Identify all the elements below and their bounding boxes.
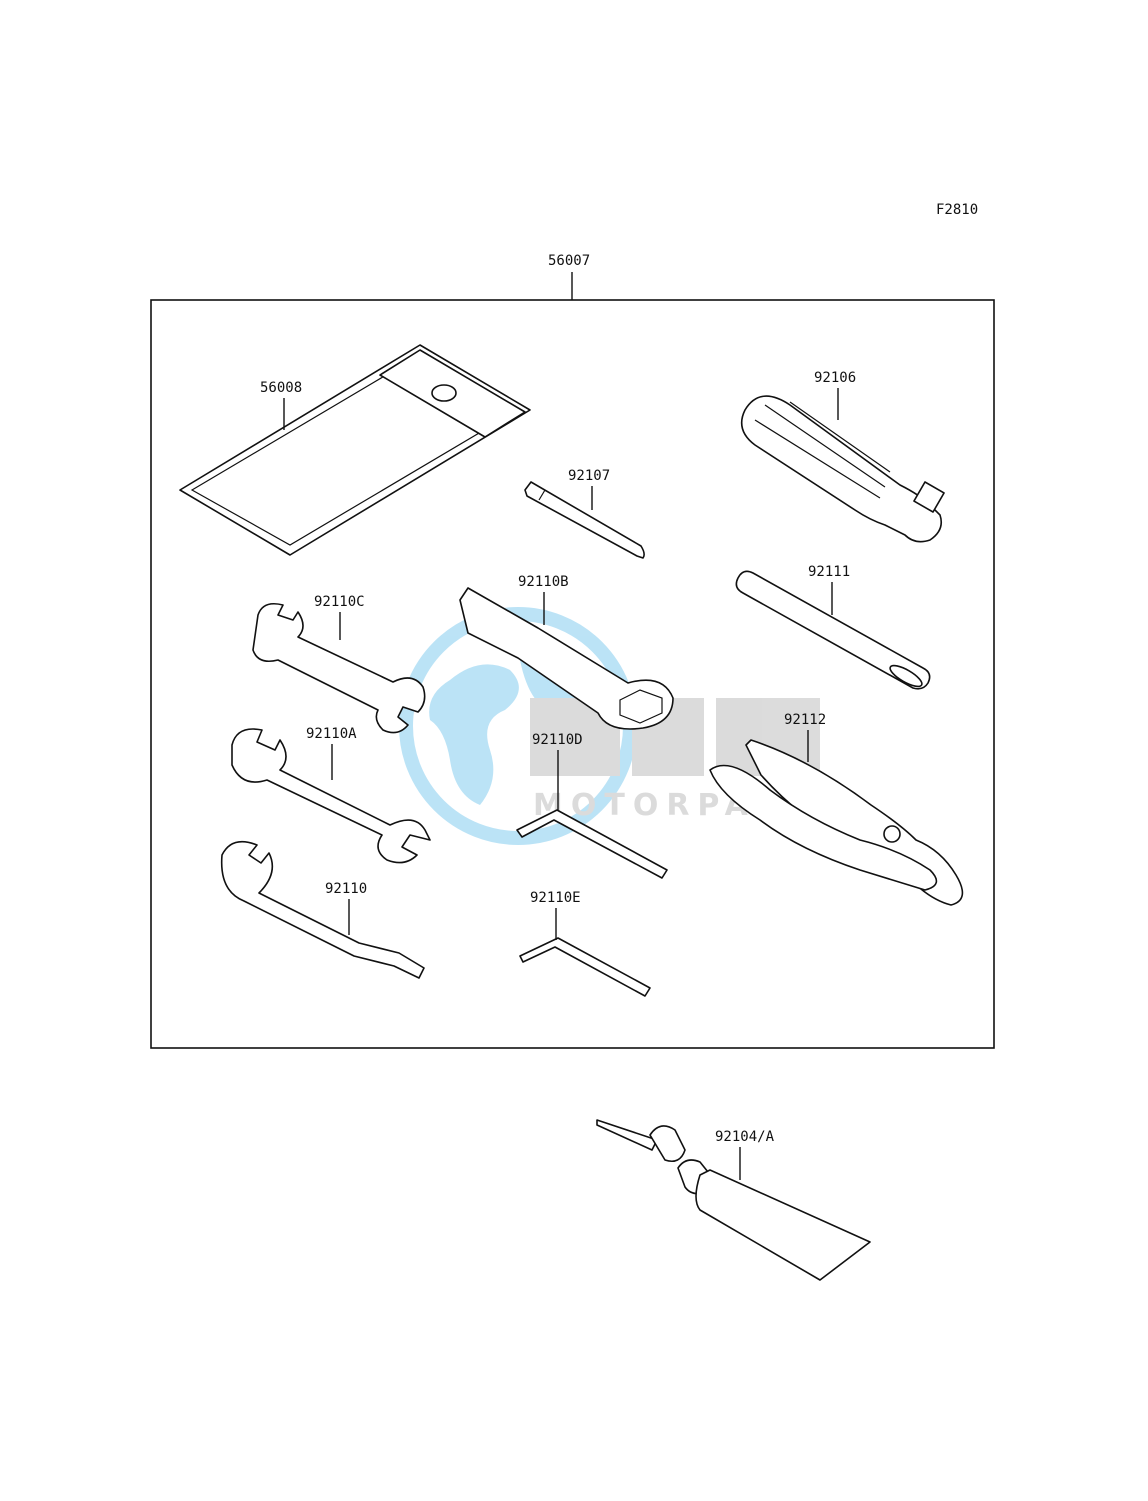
wrench-92110A[interactable] [231,728,431,864]
label-92104A: 92104/A [715,1129,775,1145]
screwdriver-bit-92107[interactable] [524,481,645,559]
label-92106: 92106 [814,370,856,386]
watermark-continents-icon [429,659,578,805]
label-92110C: 92110C [314,594,365,610]
wrench-92110B[interactable] [459,587,674,730]
figure-code: F2810 [936,202,978,218]
label-92107: 92107 [568,468,610,484]
adhesive-tube-92104A[interactable] [596,1119,871,1281]
label-92112: 92112 [784,712,826,728]
label-92110E: 92110E [530,890,581,906]
kit-frame [150,299,995,1049]
hex-key-92110E[interactable] [519,937,651,997]
hex-key-92110D[interactable] [516,809,668,879]
label-92110B: 92110B [518,574,569,590]
label-92110: 92110 [325,881,367,897]
spanner-92110[interactable] [220,840,425,979]
label-56008: 56008 [260,380,302,396]
label-92110A: 92110A [306,726,357,742]
label-92111: 92111 [808,564,850,580]
label-56007: 56007 [548,253,590,269]
screwdriver-handle-92106[interactable] [740,395,945,543]
label-92110D: 92110D [532,732,583,748]
wrench-92110C[interactable] [252,602,426,734]
tool-bag-56008[interactable] [179,344,531,556]
extension-bar-92111[interactable] [735,570,931,690]
pliers-92112[interactable] [709,739,964,906]
